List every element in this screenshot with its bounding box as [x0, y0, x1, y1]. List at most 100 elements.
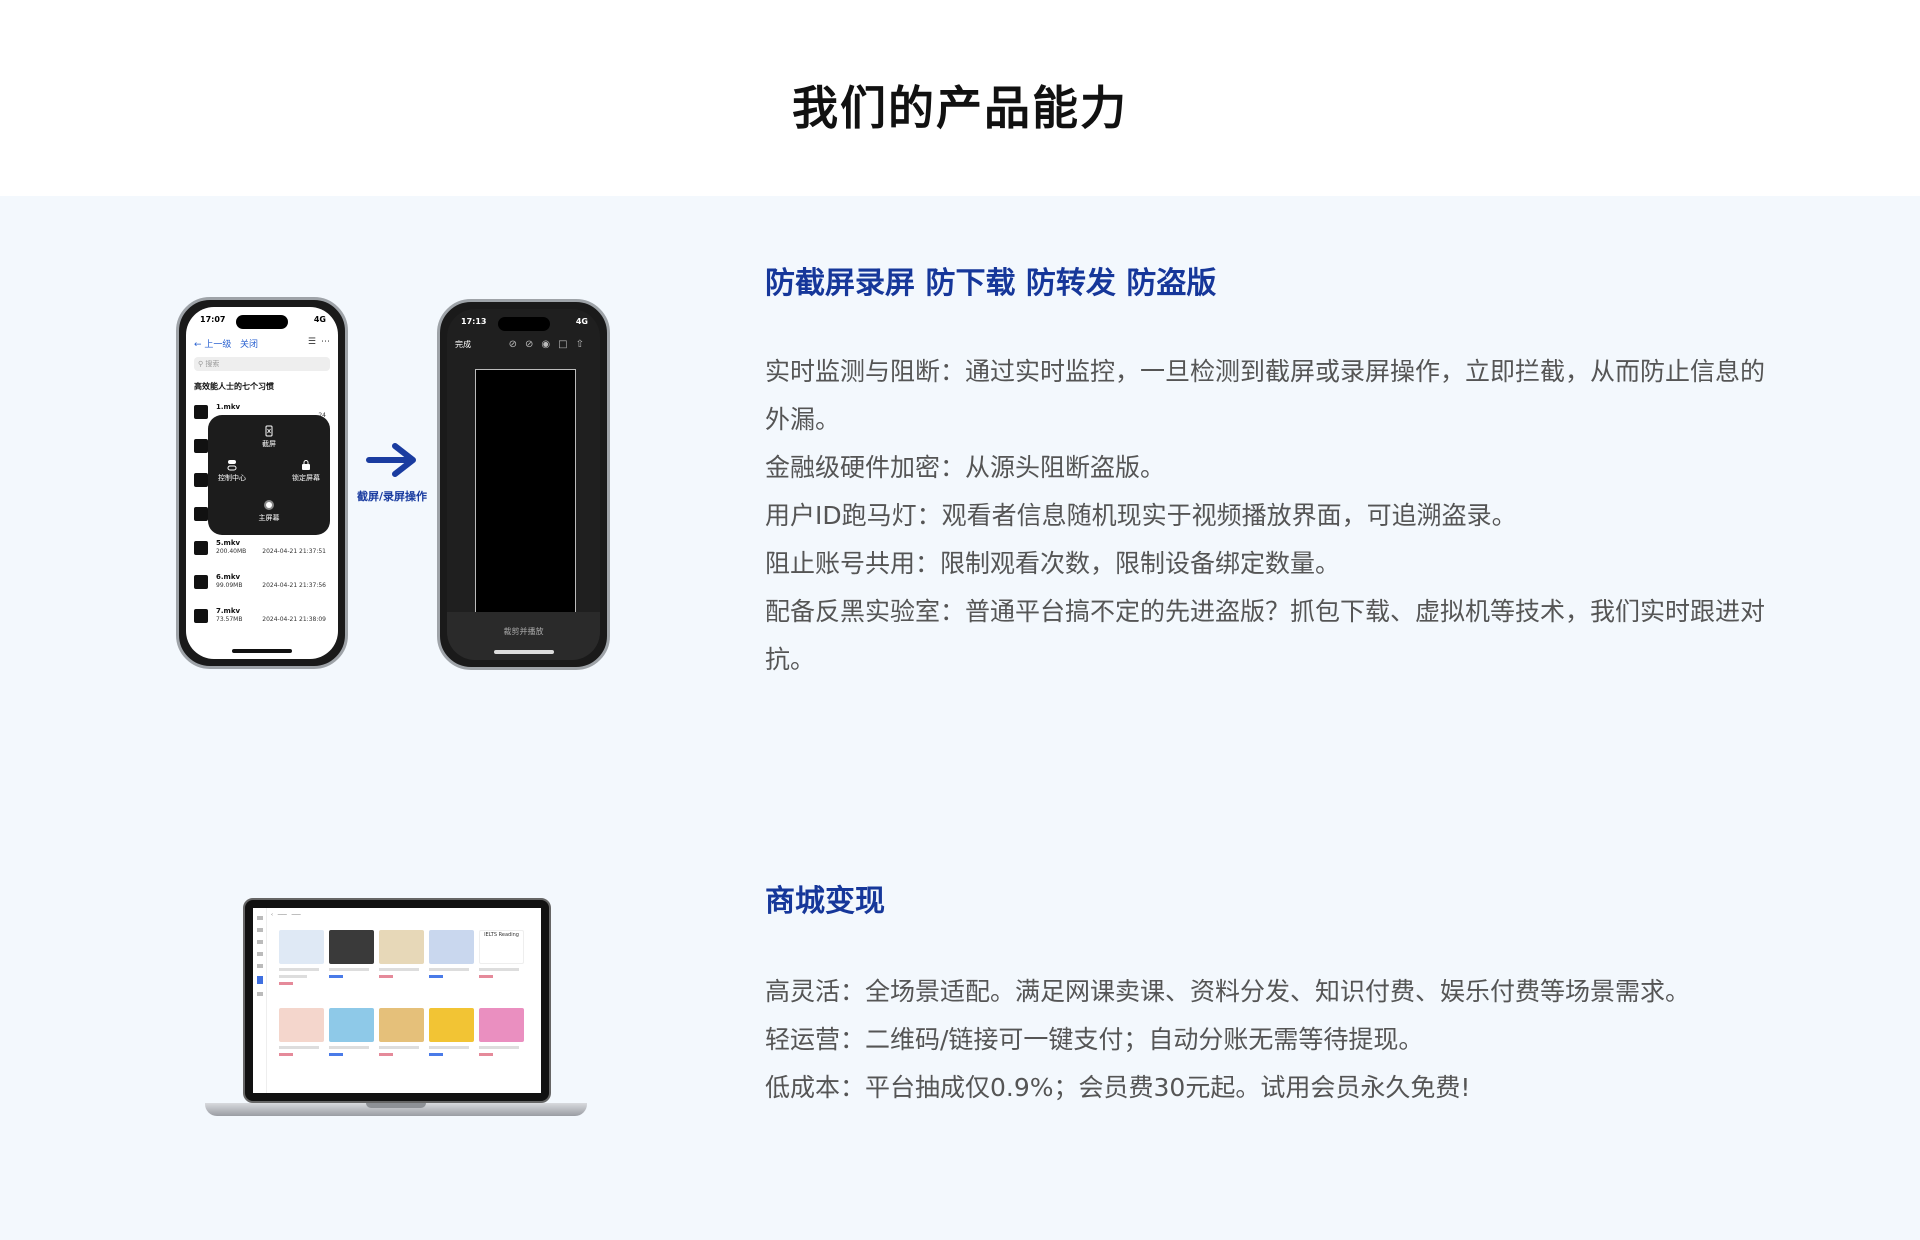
file-name: 1.mkv — [216, 403, 241, 411]
mute-icon[interactable]: ⊘ — [508, 339, 526, 350]
section-body-anti-piracy: 实时监测与阻断：通过实时监控，一旦检测到截屏或录屏操作，立即拦截，从而防止信息的… — [765, 348, 1765, 684]
more-icon[interactable]: ⋯ — [321, 337, 330, 347]
search-icon: ⚲ — [198, 360, 204, 368]
product-card[interactable] — [479, 1008, 524, 1078]
list-item[interactable]: 5.mkv 200.40MB 2024-04-21 21:37:51 — [194, 539, 330, 559]
sidebar-item-active[interactable] — [256, 976, 263, 984]
product-image — [429, 930, 474, 964]
status-bar: 17:07 4G — [200, 315, 326, 329]
product-card[interactable] — [329, 930, 374, 1000]
file-thumbnail — [194, 439, 208, 453]
text-line — [279, 975, 307, 978]
product-card[interactable] — [429, 1008, 474, 1078]
arrow-label: 截屏/录屏操作 — [356, 490, 428, 503]
file-thumbnail — [194, 405, 208, 419]
sidebar-item[interactable] — [256, 964, 263, 968]
lock-screen-label: 锁定屏幕 — [292, 474, 320, 482]
product-image: IELTS Reading — [479, 930, 524, 964]
assistive-touch-menu: 截屏 控制中心 锁定屏幕 主屏幕 — [208, 415, 330, 535]
sidebar-item[interactable] — [256, 916, 263, 920]
product-image — [379, 930, 424, 964]
screenshot-icon — [265, 425, 273, 437]
file-thumbnail — [194, 541, 208, 555]
list-item[interactable]: 7.mkv 73.57MB 2024-04-21 21:38:09 — [194, 607, 330, 627]
text-line — [329, 1046, 369, 1049]
product-image — [379, 1008, 424, 1042]
text-line — [379, 1046, 419, 1049]
text-line — [429, 1046, 469, 1049]
laptop-base — [205, 1103, 587, 1116]
search-placeholder: 搜索 — [205, 360, 220, 368]
toggle-icon — [227, 460, 237, 471]
header: 我们的产品能力 — [0, 0, 1920, 196]
file-size: 73.57MB — [216, 616, 243, 623]
feature-anti-hacker-lab: 配备反黑实验室：普通平台搞不定的先进盗版？抓包下载、虚拟机等技术，我们实时跟进对… — [765, 597, 1766, 674]
feature-low-cost: 低成本：平台抽成仅0.9%；会员费30元起。试用会员永久免费! — [765, 1073, 1471, 1102]
nav-back-link[interactable]: 上一级 — [204, 340, 232, 350]
transition-arrow: 截屏/录屏操作 — [352, 440, 432, 504]
feature-realtime-monitoring: 实时监测与阻断：通过实时监控，一旦检测到截屏或录屏操作，立即拦截，从而防止信息的… — [765, 357, 1766, 434]
dynamic-island — [236, 315, 288, 329]
edit-icon[interactable]: ⊘ — [525, 339, 542, 350]
product-card[interactable]: IELTS Reading — [479, 930, 524, 1000]
laptop-screen: ‹ ─── ─── IELTS Reading — [253, 908, 541, 1093]
home-button-icon — [264, 500, 274, 510]
text-line — [479, 1046, 519, 1049]
feature-flexibility: 高灵活：全场景适配。满足网课卖课、资料分发、知识付费、娱乐付费等场景需求。 — [765, 977, 1691, 1006]
price-line — [379, 1053, 393, 1056]
home-indicator — [232, 649, 292, 653]
search-input[interactable]: ⚲ 搜索 — [194, 357, 330, 371]
product-card[interactable] — [379, 930, 424, 1000]
nav-close-link[interactable]: 关闭 — [240, 340, 259, 350]
lock-screen-action[interactable]: 锁定屏幕 — [292, 459, 320, 483]
price-line — [329, 975, 343, 978]
phone-screen: 17:07 4G ← 上一级 关闭 ☰ ⋯ ⚲ 搜索 高效能人士的七个习惯 1.… — [186, 307, 338, 659]
price-line — [429, 975, 443, 978]
arrow-right-icon — [366, 443, 416, 477]
sidebar-item[interactable] — [256, 928, 263, 932]
sidebar-item[interactable] — [256, 940, 263, 944]
file-date: 2024-04-21 21:37:51 — [262, 548, 326, 555]
menu-icon[interactable]: ☰ — [307, 337, 316, 347]
file-thumbnail — [194, 609, 208, 623]
page-title: 我们的产品能力 — [792, 81, 1128, 135]
file-name: 6.mkv — [216, 573, 241, 581]
text-line — [429, 968, 469, 971]
product-card[interactable] — [379, 1008, 424, 1078]
phone-screen: 17:13 4G 完成 ⊘⊘◉□⇧ 裁剪并播放 — [447, 309, 600, 660]
file-date: 2024-04-21 21:37:56 — [262, 582, 326, 589]
screenshot-action[interactable]: 截屏 — [257, 425, 281, 449]
product-card[interactable] — [329, 1008, 374, 1078]
price-line — [479, 975, 493, 978]
home-indicator — [493, 650, 554, 654]
trash-icon[interactable]: □ — [558, 339, 576, 350]
product-image — [279, 930, 324, 964]
status-time: 17:13 — [461, 317, 487, 326]
status-bar: 17:13 4G — [461, 317, 588, 331]
done-button[interactable]: 完成 — [455, 340, 471, 349]
price-line — [279, 1053, 293, 1056]
home-screen-action[interactable]: 主屏幕 — [252, 499, 286, 523]
phone-mockup-blocked: 17:13 4G 完成 ⊘⊘◉□⇧ 裁剪并播放 — [437, 299, 610, 670]
text-line — [479, 968, 519, 971]
product-card[interactable] — [279, 930, 324, 1000]
status-signal: 4G — [575, 317, 588, 326]
screenshot-label: 截屏 — [262, 440, 276, 448]
toolbar-icons: ⊘⊘◉□⇧ — [509, 339, 592, 350]
file-size: 200.40MB — [216, 548, 247, 555]
product-card[interactable] — [279, 1008, 324, 1078]
control-center-action[interactable]: 控制中心 — [218, 459, 246, 483]
phone-mockup-files: 17:07 4G ← 上一级 关闭 ☰ ⋯ ⚲ 搜索 高效能人士的七个习惯 1.… — [176, 297, 348, 669]
sidebar-item[interactable] — [256, 992, 263, 996]
list-item[interactable]: 6.mkv 99.09MB 2024-04-21 21:37:56 — [194, 573, 330, 593]
price-line — [329, 1053, 343, 1056]
editor-toolbar: 完成 ⊘⊘◉□⇧ — [455, 339, 592, 357]
sidebar-item[interactable] — [256, 952, 263, 956]
share-icon[interactable]: ⇧ — [575, 339, 592, 350]
markup-icon[interactable]: ◉ — [541, 339, 559, 350]
status-signal: 4G — [313, 315, 326, 324]
product-image — [329, 1008, 374, 1042]
product-card[interactable] — [429, 930, 474, 1000]
file-thumbnail — [194, 575, 208, 589]
back-arrow-icon[interactable]: ← — [194, 340, 202, 350]
